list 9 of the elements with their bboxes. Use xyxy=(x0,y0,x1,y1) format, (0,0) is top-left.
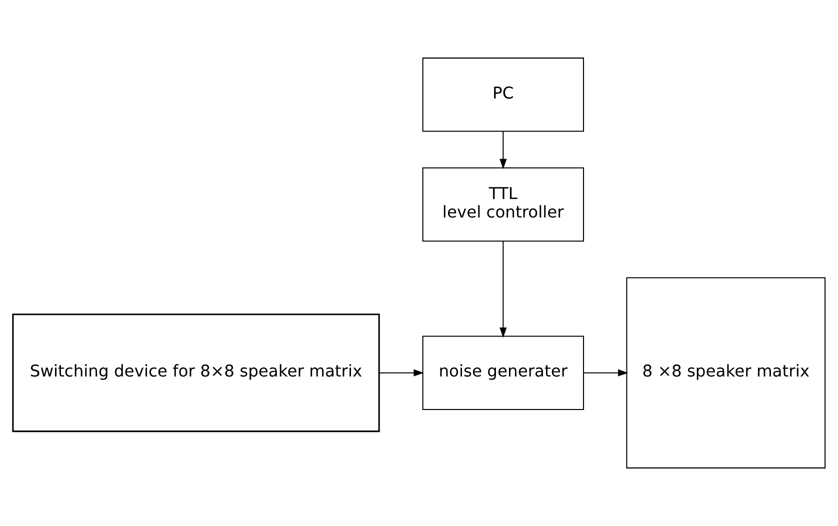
node-box: Switching device for 8×8 speaker matrix xyxy=(12,314,380,432)
node-box: 8 ×8 speaker matrix xyxy=(626,277,826,468)
node-box: PC xyxy=(422,58,584,132)
arrow xyxy=(379,369,424,376)
arrow xyxy=(584,369,628,376)
arrow xyxy=(500,131,507,170)
arrow xyxy=(500,241,507,338)
node-box: noise generater xyxy=(422,336,584,410)
node-box: TTL level controller xyxy=(422,167,584,242)
